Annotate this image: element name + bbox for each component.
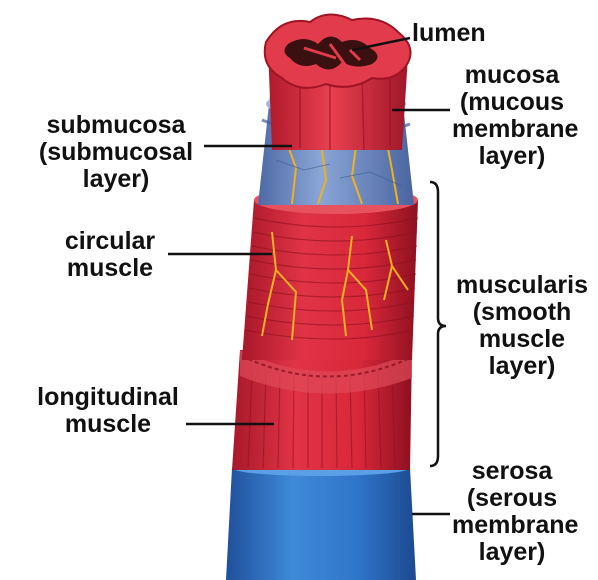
label-muscularis: muscularis (smooth muscle layer) [452,272,592,380]
label-circular-muscle: circular muscle [50,228,170,282]
label-submucosa: submucosa (submucosal layer) [36,112,196,193]
label-lumen: lumen [412,20,486,47]
circular-muscle-layer [242,186,418,360]
mucosa-layer [265,14,411,150]
serosa-layer [226,460,416,580]
label-mucosa: mucosa (mucous membrane layer) [452,62,572,170]
longitudinal-muscle-layer [232,350,412,470]
muscularis-bracket [430,182,446,466]
label-longitudinal-muscle: longitudinal muscle [30,384,186,438]
label-serosa: serosa (serous membrane layer) [452,458,572,566]
